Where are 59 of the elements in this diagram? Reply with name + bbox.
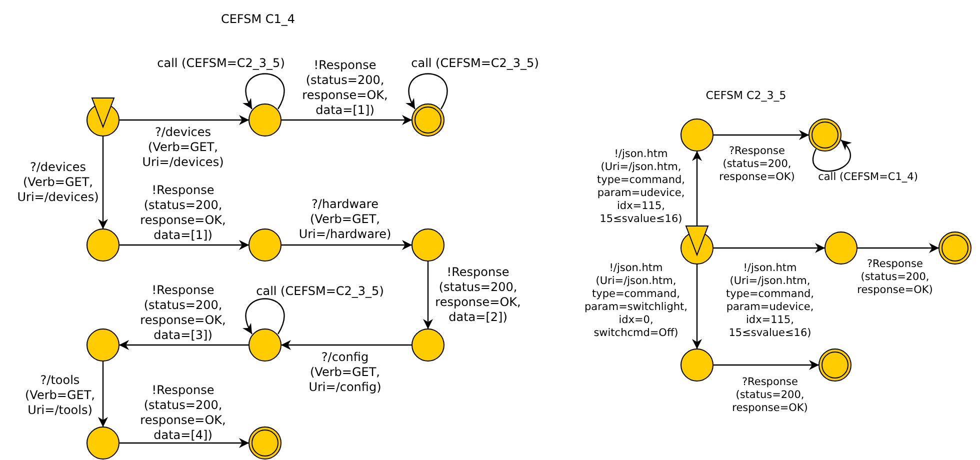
final-state-circle: [411, 103, 445, 137]
transition-arrow: [281, 240, 412, 250]
self-loop-arrow: [406, 73, 448, 110]
self-loop-arrow: [812, 140, 852, 172]
transition-arrow: [98, 136, 108, 229]
machine-name-label: CEFSM C1_4: [220, 11, 296, 28]
edge-label: !/json.htm (Uri=/json.htm, type=command, param=switchlight, idx=0, switchcmd=Off): [583, 262, 688, 340]
edge-label: ?/hardware (Verb=GET, Uri=/hardware): [298, 197, 392, 242]
edge-label: !/json.htm (Uri=/json.htm, type=command, param=udevice, idx=115, 15≤svalue≤16): [725, 262, 815, 340]
state-circle: [86, 228, 120, 262]
edge-label: call (CEFSM=C2_3_5): [256, 284, 384, 299]
state-circle: [411, 228, 445, 262]
self-loop-arrow: [243, 73, 285, 110]
state-circle: [248, 103, 282, 137]
state-circle: [86, 328, 120, 362]
transition-arrow: [692, 264, 702, 349]
transition-arrow: [119, 240, 249, 250]
transition-arrow: [857, 243, 939, 253]
edge-label: !Response (status=200, response=OK, data=[1]): [139, 183, 227, 243]
edge-label: ?Response (status=200, response=OK): [856, 258, 934, 297]
transition-arrow: [713, 130, 809, 140]
edge-label: !/json.htm (Uri=/json.htm, type=command, param=udevice, idx=115, 15≤svalue≤16): [596, 148, 686, 226]
machine-name-label: CEFSM C2_3_5: [706, 88, 786, 104]
final-state-circle: [938, 231, 972, 265]
edge-label: ?/config (Verb=GET, Uri=/config): [308, 350, 382, 395]
state-circle: [248, 328, 282, 362]
state-circle: [248, 228, 282, 262]
edge-label: !Response (status=200, response=OK, data=[4]): [139, 383, 227, 443]
edge-label: !Response (status=200, response=OK, data=[3]): [139, 283, 227, 343]
state-circle: [680, 118, 714, 152]
edge-label: ?/devices (Verb=GET, Uri=/devices): [141, 125, 225, 170]
transition-arrow: [713, 243, 825, 253]
transition-arrow: [713, 360, 819, 370]
edge-label: call (CEFSM=C2_3_5): [411, 56, 539, 71]
transition-arrow: [98, 361, 108, 427]
self-loop-arrow: [243, 298, 285, 334]
final-state-circle: [808, 118, 842, 152]
state-circle: [411, 328, 445, 362]
edge-label: !Response (status=200, response=OK, data=[1]): [301, 58, 389, 118]
edge-label: call (CEFSM=C2_3_5): [157, 56, 285, 71]
edge-label: ?/tools (Verb=GET, Uri=/tools): [24, 373, 96, 418]
state-circle: [86, 426, 120, 460]
edge-label: !Response (status=200, response=OK, data=[2]): [434, 265, 522, 325]
edge-label: ?Response (status=200, response=OK): [718, 145, 796, 184]
final-state-circle: [248, 426, 282, 460]
final-state-circle: [818, 348, 852, 382]
state-circle: [824, 231, 858, 265]
transition-arrow: [119, 438, 249, 448]
transition-arrow: [281, 340, 412, 350]
transition-arrow: [281, 115, 412, 125]
state-circle: [680, 348, 714, 382]
edge-label: ?Response (status=200, response=OK): [731, 376, 809, 415]
initial-state-circle: [680, 225, 714, 265]
transition-arrow: [119, 115, 249, 125]
transition-arrow: [423, 261, 433, 329]
transition-arrow: [119, 340, 249, 350]
initial-state-circle: [86, 97, 120, 137]
edge-label: ?/devices (Verb=GET, Uri=/devices): [16, 160, 100, 205]
edge-label: call (CEFSM=C1_4): [818, 171, 918, 184]
